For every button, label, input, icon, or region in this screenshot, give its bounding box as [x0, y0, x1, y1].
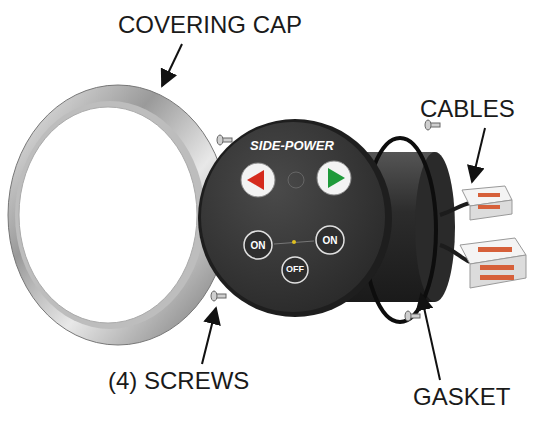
part-label: COVERING CAP [118, 12, 302, 38]
button-label: OFF [286, 265, 304, 275]
brand-logo: SIDE-POWER [250, 139, 334, 153]
leader-arrows [162, 44, 485, 380]
cable-plugs [460, 186, 526, 288]
covering-cap [8, 85, 228, 345]
button-label: ON [251, 240, 266, 251]
part-label: (4) SCREWS [108, 368, 249, 394]
control-panel [198, 119, 392, 317]
button-label: ON [323, 235, 338, 246]
part-label: CABLES [420, 96, 515, 122]
screws [211, 120, 440, 321]
part-label: GASKET [413, 384, 510, 410]
